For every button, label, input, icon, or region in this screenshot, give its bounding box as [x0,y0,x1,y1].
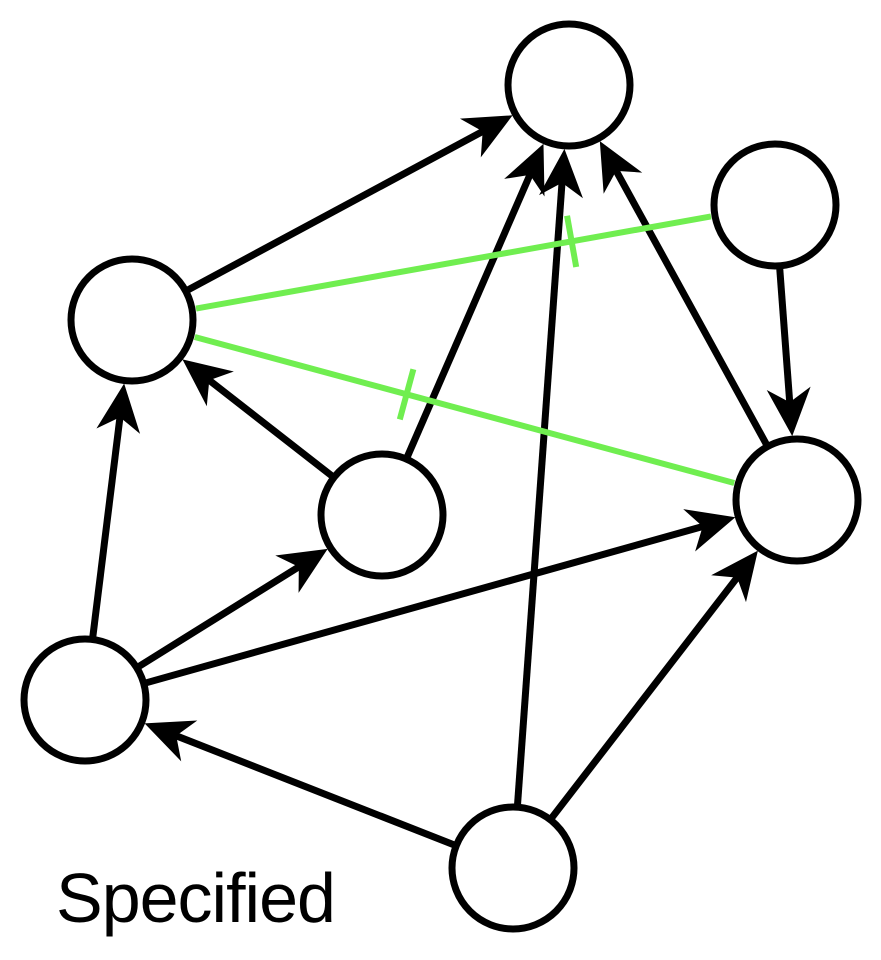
arrowhead-icon [275,548,328,593]
edge-C-E [193,334,736,486]
edge-line [145,519,718,687]
edge-G-E [549,550,758,820]
edges-layer [89,115,811,848]
arrowhead-icon [144,720,198,762]
node-A [504,20,634,150]
diagram-caption: Specified [56,859,336,937]
special-edge-line [193,334,736,486]
edge-D-C [182,359,334,479]
arrowhead-icon [182,359,234,407]
edge-line [196,368,334,479]
edge-F-C [89,383,141,637]
node-D [317,450,447,580]
arrowhead-icon [459,115,513,158]
special-edge-line [195,213,712,312]
tick-mark-icon [564,215,580,268]
edge-F-E [145,509,736,687]
edge-G-F [144,720,455,848]
edge-line [404,160,539,458]
edge-line [137,556,313,670]
edge-line [549,564,749,820]
edge-line [776,268,795,417]
edge-B-C [195,213,712,312]
arrowhead-icon [766,386,811,437]
edge-line [89,402,126,637]
edge-C-A [186,115,513,293]
edge-G-A [514,148,583,805]
node-F [20,635,150,765]
edge-D-A [404,143,545,458]
arrowhead-icon [96,383,141,434]
edge-line [606,156,770,446]
edge-F-D [137,548,328,670]
nodes-layer [20,20,862,933]
edge-line [161,727,455,848]
tick-mark-icon [396,368,417,421]
node-E [732,435,862,565]
node-G [448,803,578,933]
edge-B-E [766,268,811,437]
edge-line [514,168,567,805]
node-B [710,140,840,270]
node-C [67,255,197,385]
arrowhead-icon [599,141,643,194]
arrowhead-icon [504,143,545,197]
arrowhead-icon [711,550,758,603]
arrowhead-icon [683,509,736,552]
edge-E-A [599,141,770,446]
edge-line [186,121,497,293]
arrowhead-icon [539,148,583,199]
